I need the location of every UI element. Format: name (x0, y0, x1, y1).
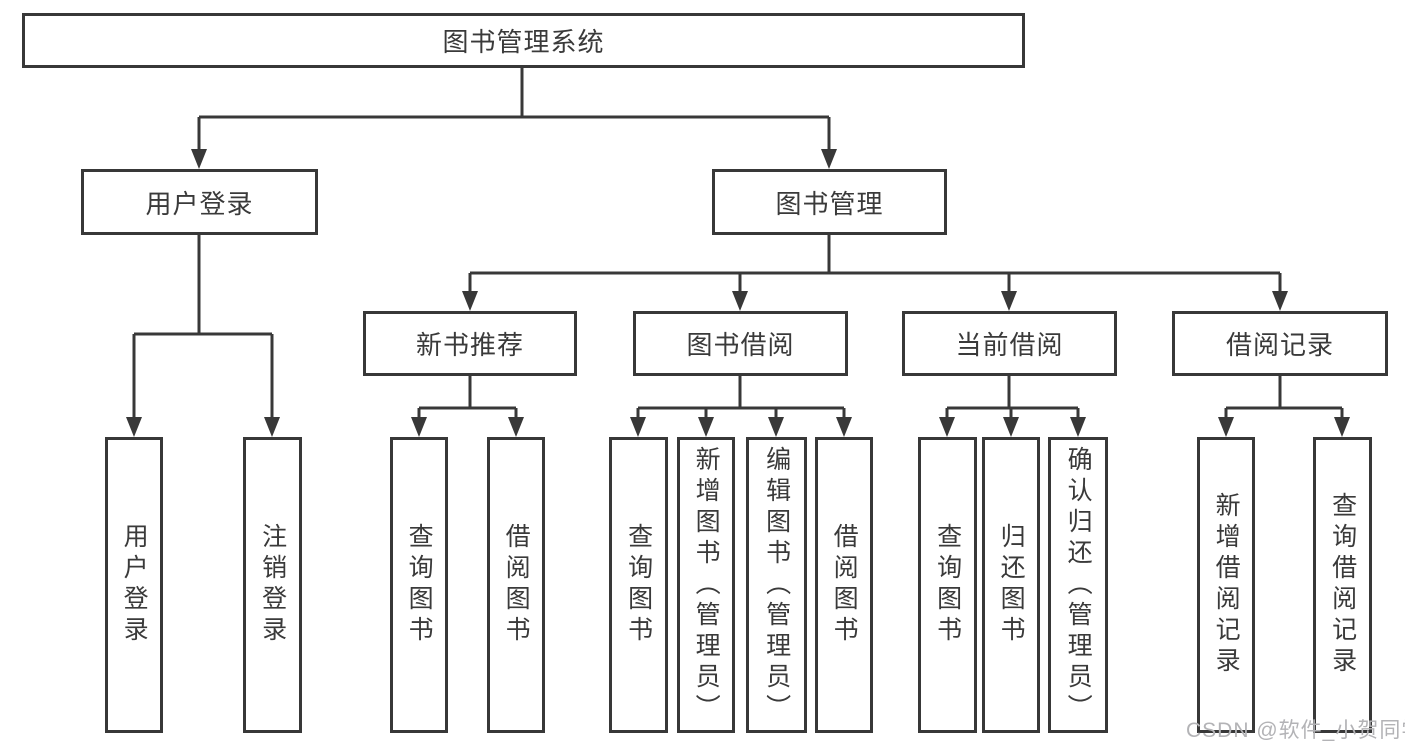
leaf-logout-login: 注销登录 (243, 437, 302, 733)
leaf-query-books-borrowing: 查询图书 (609, 437, 668, 733)
node-label: 借阅记录 (1225, 330, 1334, 360)
node-library-management-system: 图书管理系统 (22, 13, 1025, 68)
leaf-edit-books-admin: 编辑图书（管理员） (746, 437, 807, 733)
leaf-query-books-recommend: 查询图书 (390, 437, 448, 733)
watermark: CSDN @软件_小贺同学 (1186, 719, 1405, 742)
node-borrowing-records: 借阅记录 (1172, 311, 1388, 376)
leaf-add-books-admin: 新增图书（管理员） (677, 437, 735, 733)
node-label: 借阅图书 (502, 523, 531, 647)
node-label: 图书管理 (775, 188, 884, 219)
node-label: 图书管理系统 (442, 27, 605, 57)
leaf-add-borrow-record: 新增借阅记录 (1197, 437, 1255, 733)
node-book-borrowing: 图书借阅 (633, 311, 848, 376)
node-label: 查询图书 (405, 523, 434, 647)
node-label: 借阅图书 (830, 523, 859, 647)
node-label: 编辑图书（管理员） (762, 445, 791, 725)
node-label: 图书借阅 (686, 330, 795, 360)
node-current-borrowing: 当前借阅 (902, 311, 1117, 376)
node-label: 新增借阅记录 (1212, 492, 1241, 678)
node-book-management: 图书管理 (712, 169, 947, 235)
leaf-borrow-books-recommend: 借阅图书 (487, 437, 545, 733)
node-label: 查询图书 (933, 523, 962, 647)
node-label: 新书推荐 (415, 330, 524, 360)
node-user-login: 用户登录 (81, 169, 318, 235)
node-label: 查询图书 (624, 523, 653, 647)
node-label: 用户登录 (145, 188, 254, 219)
leaf-return-books: 归还图书 (982, 437, 1040, 733)
leaf-borrow-books-borrowing: 借阅图书 (815, 437, 873, 733)
node-new-book-recommendation: 新书推荐 (363, 311, 577, 376)
node-label: 确认归还（管理员） (1064, 445, 1093, 725)
node-label: 查询借阅记录 (1328, 492, 1357, 678)
node-label: 归还图书 (997, 523, 1026, 647)
node-label: 新增图书（管理员） (692, 445, 721, 725)
leaf-query-books-current: 查询图书 (918, 437, 977, 733)
leaf-query-borrow-record: 查询借阅记录 (1313, 437, 1372, 733)
node-label: 注销登录 (258, 523, 287, 647)
leaf-user-login: 用户登录 (105, 437, 163, 733)
leaf-confirm-return-admin: 确认归还（管理员） (1048, 437, 1108, 733)
node-label: 当前借阅 (955, 330, 1064, 360)
node-label: 用户登录 (120, 523, 149, 647)
